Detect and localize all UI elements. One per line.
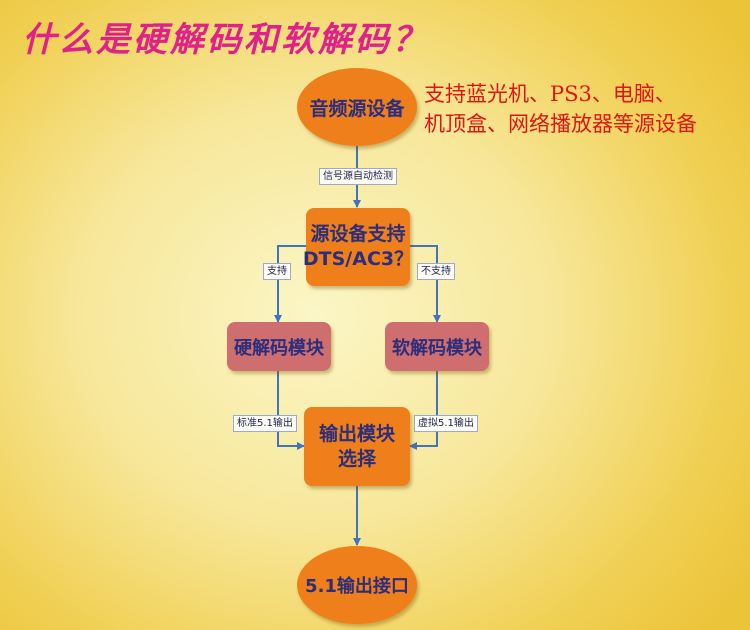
format-check-line-2: DTS/AC3？ [302,248,414,270]
edge-label-virtual-output: 虚拟5.1输出 [414,415,478,432]
note-line-2: 机顶盒、网络播放器等源设备 [424,112,697,136]
arrow-check-to-soft [410,245,441,323]
arrow-hard-to-output [277,371,305,450]
edge-label-not-supported: 不支持 [417,263,455,280]
output-select-line-1: 输出模块 [318,422,395,445]
output-interface-label: 5.1输出接口 [305,576,409,597]
source-device-label: 音频源设备 [309,97,405,120]
output-select-line-2: 选择 [337,447,376,470]
format-check-line-1: 源设备支持 [310,223,406,245]
source-devices-note: 支持蓝光机、PS3、电脑、 机顶盒、网络播放器等源设备 [424,79,750,139]
arrow-check-to-hard [274,245,306,323]
edge-label-supported: 支持 [263,263,291,280]
edge-label-auto-detect: 信号源自动检测 [319,168,397,185]
output-select-node: 输出模块 选择 [304,407,410,486]
format-check-node: 源设备支持 DTS/AC3？ [302,208,414,286]
note-line-1: 支持蓝光机、PS3、电脑、 [424,82,676,106]
hard-decode-label: 硬解码模块 [234,337,324,359]
soft-decode-label: 软解码模块 [392,337,482,359]
output-interface-node: 5.1输出接口 [297,546,417,624]
source-device-node: 音频源设备 [297,68,417,146]
hard-decode-node: 硬解码模块 [227,322,331,371]
page-title: 什么是硬解码和软解码？ [22,20,429,60]
arrow-soft-to-output [409,371,438,450]
edge-label-standard-output: 标准5.1输出 [233,415,297,432]
soft-decode-node: 软解码模块 [385,322,489,371]
